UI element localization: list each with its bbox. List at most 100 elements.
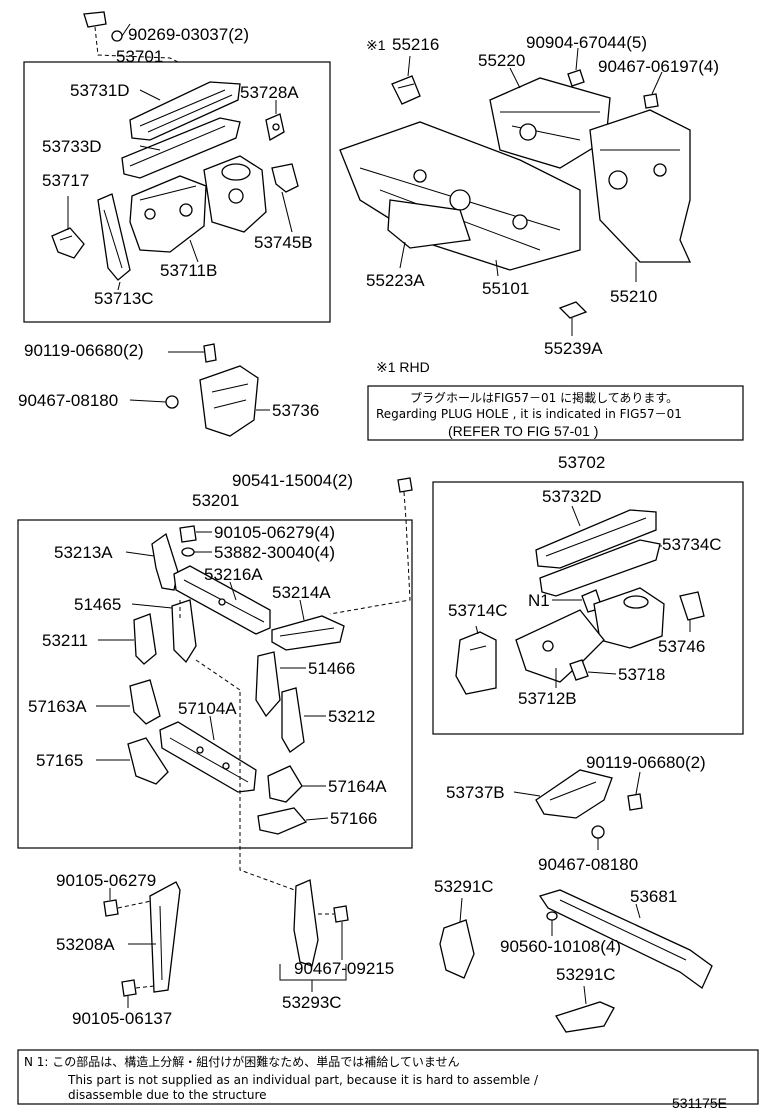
- bolt-90119-b-icon: [627, 793, 643, 811]
- leader-53745B: [281, 191, 293, 233]
- label-55220: 55220: [478, 51, 525, 70]
- leader-53714C: [475, 625, 479, 635]
- label-57164A: 57164A: [328, 777, 387, 796]
- label-53733D: 53733D: [42, 137, 102, 156]
- label-57166: 57166: [330, 809, 377, 828]
- label-53214A: 53214A: [272, 583, 331, 602]
- part-53745B-icon: [271, 163, 299, 193]
- leader-53718: [587, 671, 617, 675]
- rhd-note: ※1 RHD: [376, 359, 430, 375]
- label-53718: 53718: [618, 665, 665, 684]
- part-53718-icon: [569, 659, 589, 681]
- label-90467-06197: 90467-06197(4): [598, 57, 719, 76]
- part-53714C-icon: [455, 631, 497, 695]
- figure-id: 531175E: [672, 1095, 727, 1111]
- label-53291C-b: 53291C: [556, 965, 616, 984]
- label-55239A: 55239A: [544, 339, 603, 358]
- part-53736-icon: [199, 365, 259, 437]
- leader-53291C-a: [459, 897, 463, 923]
- label-55216: 55216: [392, 35, 439, 54]
- leader-dash-b: [135, 985, 155, 989]
- part-55101-icon: [339, 121, 581, 271]
- part-55220-icon: [489, 77, 611, 169]
- label-53728A: 53728A: [240, 83, 299, 102]
- label-53731D: 53731D: [70, 81, 130, 100]
- label-53717: 53717: [42, 171, 89, 190]
- footnote-en-line2: disassemble due to the structure: [68, 1088, 267, 1102]
- part-57166-icon: [257, 807, 308, 835]
- leader-53214A: [299, 599, 305, 621]
- part-55239A-icon: [558, 301, 588, 319]
- bolt-90269-icon: [83, 11, 123, 42]
- part-57104A-icon: [159, 721, 257, 793]
- label-53736: 53736: [272, 401, 319, 420]
- label-90119-a: 90119-06680(2): [24, 341, 144, 360]
- label-53714C: 53714C: [448, 601, 508, 620]
- leader-90467-06197: [651, 71, 663, 95]
- label-53213A: 53213A: [54, 543, 113, 562]
- part-53712B-icon: [515, 609, 605, 683]
- leader-53737B: [513, 791, 541, 797]
- leader-55101: [495, 259, 499, 277]
- label-90269-03037: 90269-03037(2): [128, 25, 249, 44]
- part-53291C-a-icon: [439, 919, 475, 979]
- bolt-90119-a-icon: [203, 343, 217, 363]
- leader-53711B: [189, 239, 199, 263]
- leader-55216: [407, 55, 411, 77]
- nut-90541-icon: [397, 477, 413, 493]
- leader-57104A: [209, 715, 215, 741]
- label-53734C: 53734C: [662, 535, 722, 554]
- leader-55223A: [399, 241, 406, 269]
- part-53712B-tower-icon: [593, 587, 665, 649]
- label-55210: 55210: [610, 287, 657, 306]
- part-53746-icon: [679, 591, 705, 621]
- label-53745B: 53745B: [254, 233, 313, 252]
- part-53214A-icon: [271, 615, 345, 651]
- part-53734C-icon: [539, 539, 661, 597]
- label-90467-08180-a: 90467-08180: [18, 391, 118, 410]
- label-53216A: 53216A: [204, 565, 263, 584]
- part-53717-icon: [51, 227, 85, 259]
- label-53681: 53681: [630, 887, 677, 906]
- label-90541-15004: 90541-15004(2): [232, 471, 353, 490]
- label-53702: 53702: [558, 453, 605, 472]
- label-N1: N1: [528, 591, 550, 610]
- part-53711-tower-icon: [203, 155, 267, 233]
- label-51466: 51466: [308, 659, 355, 678]
- footnote-jp: N 1: この部品は、構造上分解・組付けが困難なため、単品では補給していません: [24, 1054, 460, 1069]
- part-53211-icon: [133, 613, 157, 665]
- label-90119-b: 90119-06680(2): [586, 753, 706, 772]
- part-53216A-icon: [173, 565, 271, 635]
- bolt-90105-06279-icon: [103, 899, 119, 917]
- label-90105-06279-4: 90105-06279(4): [214, 523, 335, 542]
- label-53291C-a: 53291C: [434, 877, 494, 896]
- group-frame-53702: [432, 481, 744, 735]
- plug-hole-note-box: [367, 385, 744, 441]
- part-53208A-icon: [149, 881, 181, 993]
- leader-53731D: [139, 89, 161, 101]
- label-55223A: 55223A: [366, 271, 425, 290]
- part-53731D-icon: [129, 81, 241, 141]
- part-55216-icon: [391, 75, 421, 105]
- part-53737B-icon: [535, 769, 613, 819]
- nut-90904-icon: [567, 69, 585, 87]
- leader-55220: [509, 67, 521, 89]
- leader-53216A: [229, 581, 237, 601]
- label-90105-06279: 90105-06279: [56, 871, 156, 890]
- part-57165-icon: [127, 737, 169, 785]
- label-90560-10108: 90560-10108(4): [500, 937, 621, 956]
- label-53712B: 53712B: [518, 689, 577, 708]
- label-53713C: 53713C: [94, 289, 154, 308]
- label-53732D: 53732D: [542, 487, 602, 506]
- footnote-en-line1: This part is not supplied as an individu…: [67, 1073, 539, 1087]
- footnote-box: [17, 1049, 759, 1105]
- label-90467-09215: 90467-09215: [294, 959, 394, 978]
- plug-note-refer: (REFER TO FIG 57-01 ): [448, 423, 598, 439]
- part-53681-icon: [538, 889, 713, 989]
- label-53212: 53212: [328, 707, 375, 726]
- part-53728A-icon: [265, 113, 285, 142]
- leader-57166: [305, 817, 329, 821]
- label-51465: 51465: [74, 595, 121, 614]
- leader-53213A: [125, 551, 155, 557]
- part-53293C-icon: [293, 879, 319, 967]
